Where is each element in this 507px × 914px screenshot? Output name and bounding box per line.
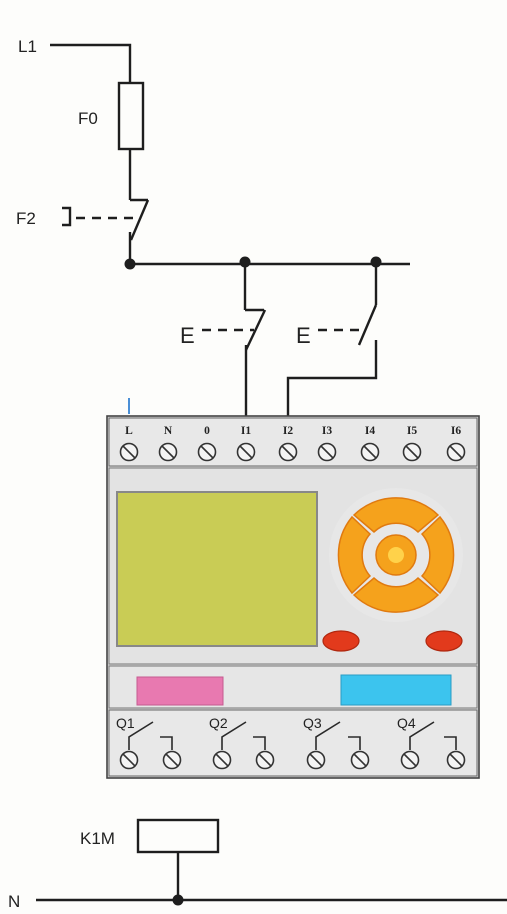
- f2-contact-blade: [129, 199, 150, 241]
- l1-wire: [50, 43, 132, 85]
- screw-terminal: [236, 442, 256, 462]
- output-terminal-strip: [108, 709, 478, 777]
- button1-blade: [244, 309, 267, 351]
- screw-terminal: [446, 750, 466, 770]
- output-relay-contact: [221, 721, 266, 750]
- button2-to-i2-wire: [286, 340, 378, 418]
- keypad-down-button[interactable]: [352, 576, 440, 613]
- output-label: Q4: [397, 715, 416, 731]
- input-terminals: L N 0 I1 I2 I3 I4 I5 I6: [119, 425, 466, 462]
- output-label: Q1: [116, 715, 135, 731]
- input-terminal-label: L: [125, 425, 133, 437]
- del-button[interactable]: [425, 630, 463, 652]
- l1-label: L1: [18, 37, 37, 56]
- screw-terminal: [278, 442, 298, 462]
- input-terminal-label: I1: [241, 425, 251, 437]
- keypad-ok-highlight: [388, 547, 404, 563]
- screw-terminal: [212, 750, 232, 770]
- f2-thermal-symbol: [62, 206, 72, 227]
- screw-terminal: [255, 750, 275, 770]
- input-terminal-label: N: [164, 425, 173, 437]
- output-relay-contact: [315, 721, 361, 750]
- junction-dot: [370, 256, 382, 268]
- button2-label: E: [296, 323, 311, 348]
- blue-label: [340, 674, 452, 706]
- output-label: Q2: [209, 715, 228, 731]
- button2-blade: [357, 304, 378, 346]
- fuse-f0: [117, 81, 145, 151]
- keypad-right-button[interactable]: [420, 515, 455, 595]
- pink-label: [136, 676, 224, 706]
- screw-terminal: [306, 750, 326, 770]
- plc-module: L N 0 I1 I2 I3 I4 I5 I6 Q1 Q2 Q3 Q4: [106, 415, 480, 779]
- coil-k1m: [136, 818, 220, 854]
- plc-display: [116, 491, 318, 647]
- screw-terminal: [350, 750, 370, 770]
- output-label: Q3: [303, 715, 322, 731]
- plc-keypad: [322, 488, 463, 652]
- output-relay-contact: [409, 721, 457, 750]
- input-terminal-label: 0: [204, 425, 210, 437]
- screw-terminal: [360, 442, 380, 462]
- input-terminal-label: I4: [365, 425, 375, 437]
- output-relays: Q1 Q2 Q3 Q4: [116, 715, 457, 750]
- keypad-up-button[interactable]: [352, 497, 440, 534]
- screw-terminal: [162, 750, 182, 770]
- neutral-label: N: [8, 892, 20, 911]
- input-terminal-label: I6: [451, 425, 461, 437]
- input-terminal-label: I2: [283, 425, 293, 437]
- button1-label: E: [180, 323, 195, 348]
- f2-label: F2: [16, 209, 36, 228]
- screw-terminal: [119, 750, 139, 770]
- esc-button[interactable]: [322, 630, 360, 652]
- coil-label: K1M: [80, 829, 115, 848]
- input-terminal-label: I3: [322, 425, 332, 437]
- screw-terminal: [402, 442, 422, 462]
- screw-terminal: [158, 442, 178, 462]
- output-relay-contact: [128, 721, 173, 750]
- screw-terminal: [197, 442, 217, 462]
- junction-dot: [239, 256, 251, 268]
- screw-terminal: [119, 442, 139, 462]
- fuse-label: F0: [78, 109, 98, 128]
- screw-terminal: [400, 750, 420, 770]
- input-terminal-label: I5: [407, 425, 417, 437]
- keypad-left-button[interactable]: [337, 515, 372, 595]
- screw-terminal: [317, 442, 337, 462]
- junction-dot: [124, 258, 136, 270]
- screw-terminal: [446, 442, 466, 462]
- output-terminals: [119, 750, 466, 770]
